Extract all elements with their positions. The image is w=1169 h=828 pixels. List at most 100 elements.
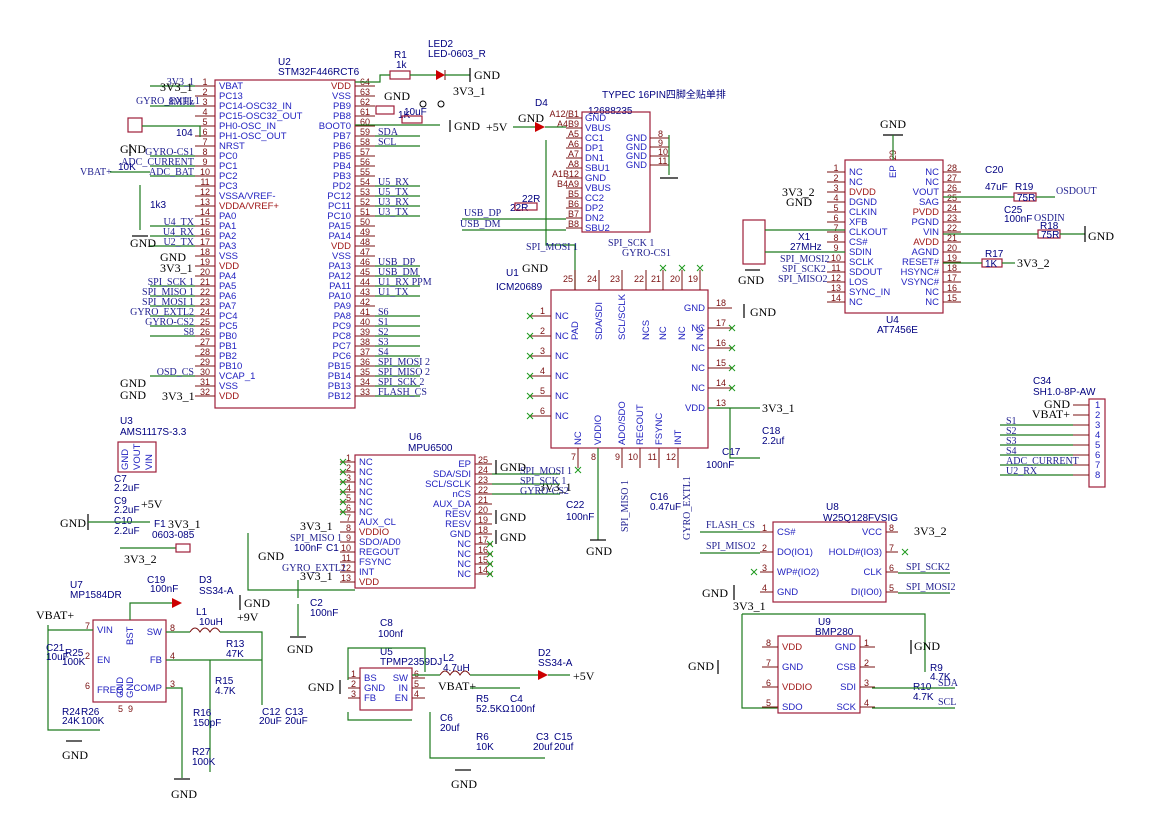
u4-pin-name: VIN <box>923 227 939 238</box>
u4-pin-number: 10 <box>831 253 841 263</box>
u2-pin-name: VDD <box>331 81 351 92</box>
u9-pin-number: 5 <box>766 698 771 708</box>
c12-value: 20uF <box>259 716 282 727</box>
typec-pin-number: 9 <box>658 138 663 148</box>
diode-icon <box>538 670 548 680</box>
u7-ref: U7 <box>70 580 83 591</box>
u6-pin-number: 1 <box>346 453 351 463</box>
gnd-label: GND <box>586 544 612 558</box>
u6-pin-name: NC <box>359 507 373 518</box>
u2-pin-number: 38 <box>360 337 370 347</box>
u2-pin-name: PC13 <box>219 91 243 102</box>
gnd-label: GND <box>1088 229 1114 243</box>
u6-pin-number: 7 <box>346 513 351 523</box>
u4-pin-number: 2 <box>833 173 838 183</box>
typec-pin-name: GND <box>626 142 647 153</box>
typec-title: TYPEC 16PIN四脚全贴单排 <box>602 88 726 101</box>
u5-pin-name: FB <box>364 693 376 704</box>
u9-pin-name: SDI <box>840 682 856 693</box>
u6-v33b-label: 3V3_1 <box>300 569 333 583</box>
r1-body <box>389 70 411 80</box>
c21-value: 10uF <box>46 652 69 663</box>
gnd-label: GND <box>384 89 410 103</box>
u6-cs-net: GYRO-CS2 <box>520 486 569 497</box>
u7-pin-number: 2 <box>85 651 90 661</box>
u1-pin-number: 15 <box>716 358 726 368</box>
u2-right-net: U3_RX <box>378 197 410 208</box>
u8-pin-number: 2 <box>762 543 767 553</box>
gnd-label: GND <box>500 510 526 524</box>
c1-ref: C1 <box>326 543 339 554</box>
c2-value: 100nF <box>310 608 338 619</box>
u1-pin-name: SCL/SCLK <box>617 293 628 340</box>
u2-pin-name: VDD <box>219 261 239 272</box>
u8-body <box>772 521 887 603</box>
u4-pin-name: DGND <box>849 197 877 208</box>
u1-imu: U1 ICM20689 25PAD24SDA/SDI23SCL/SCLK22NC… <box>496 238 795 558</box>
u2-right-net: S6 <box>378 307 389 318</box>
c4-ref: C4 <box>510 694 523 705</box>
c16-ref: C16 <box>650 492 669 503</box>
u2-right-net: SPI_MISO 2 <box>378 367 430 378</box>
d2-value: SS34-A <box>538 658 573 669</box>
u9-pin-number: 2 <box>864 658 869 668</box>
u4-mosi-net: SPI_MOSI2 <box>780 254 829 265</box>
typec-pin-number: B8 <box>568 219 579 229</box>
u6-pin-number: 3 <box>346 473 351 483</box>
u1-pin-name: INT <box>673 430 684 446</box>
gnd-label: GND <box>60 516 86 530</box>
u2-pin-number: 40 <box>360 317 370 327</box>
no-connect-icon <box>339 478 347 486</box>
u2-pin-number: 3 <box>202 97 207 107</box>
u7-pin-number: 9 <box>128 704 133 714</box>
c34-net: ADC_CURRENT <box>1006 456 1079 467</box>
u4-pin-name: NC <box>925 297 939 308</box>
u6-pin-name: RESV <box>445 519 472 530</box>
c34-pin-number: 6 <box>1095 450 1100 461</box>
u6-pin-name: VDDIO <box>359 527 389 538</box>
u5-pin-number: 5 <box>414 679 419 689</box>
u2-pin-name: PA6 <box>219 291 236 302</box>
u5-pin-number: 3 <box>351 689 356 699</box>
u3-pin-gnd: GND <box>120 449 131 470</box>
typec-pin-name: VBUS <box>585 123 611 134</box>
u5-ref: U5 <box>380 647 393 658</box>
u4-pin-name: NC <box>849 177 863 188</box>
u2-pin-name: PA14 <box>328 231 351 242</box>
u2-pin-number: 6 <box>202 127 207 137</box>
u2-pin-name: PB9 <box>333 101 351 112</box>
u2-left-net: GYRO-CS1 <box>145 147 194 158</box>
u2-pin-name: PB10 <box>219 361 242 372</box>
typec-pin-number: B5 <box>568 189 579 199</box>
u2-pin-name: PC9 <box>333 321 351 332</box>
u4-pin-number: 16 <box>947 283 957 293</box>
u6-pin-number: 17 <box>478 535 488 545</box>
u2-pin-number: 45 <box>360 267 370 277</box>
u6-pin-number: 9 <box>346 533 351 543</box>
u2-pin-number: 7 <box>202 137 207 147</box>
led-icon <box>436 70 445 80</box>
u6-value: MPU6500 <box>408 443 453 454</box>
u5-value: TPMP2359DJ <box>380 657 442 668</box>
c34-pin-number: 5 <box>1095 440 1100 451</box>
u6-pin-name: nCS <box>453 489 471 500</box>
r19-value: 75R <box>1017 193 1035 204</box>
u6-pin-number: 20 <box>478 505 488 515</box>
x1-ref: X1 <box>798 232 811 243</box>
u2-ref: U2 <box>278 57 291 68</box>
r17-ref: R17 <box>985 249 1004 260</box>
r9-ref: R9 <box>930 663 943 674</box>
u6-pin-name: FSYNC <box>359 557 391 568</box>
u4-pin-name: VOUT <box>913 187 940 198</box>
u9-scl-net: SCL <box>938 697 956 708</box>
u2-pin-name: VDD <box>219 391 239 402</box>
no-connect-icon <box>526 332 534 340</box>
u2-pin-name: PA4 <box>219 271 236 282</box>
u1-ref: U1 <box>506 268 519 279</box>
d4-ref: D4 <box>535 98 548 109</box>
u1-pin-name: PAD <box>570 321 581 340</box>
